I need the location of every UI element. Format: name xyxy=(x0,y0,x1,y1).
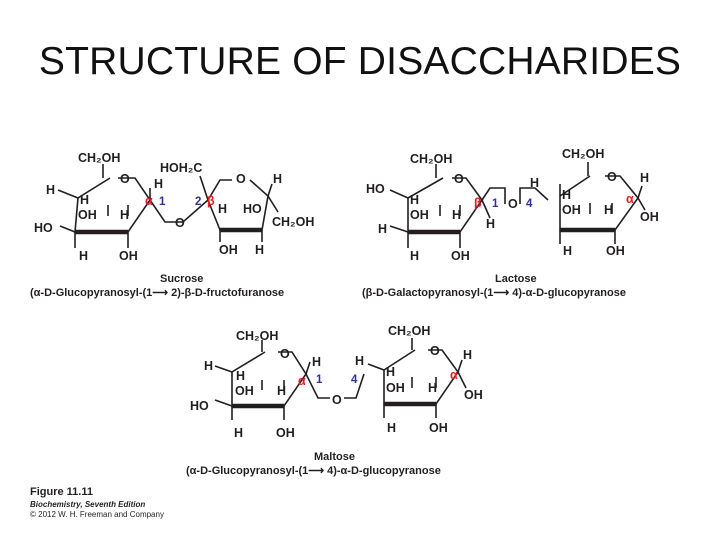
lactose-oh-glc-right: OH xyxy=(640,210,659,224)
maltose-h-right-c1: H xyxy=(463,348,472,362)
book-title: Biochemistry, Seventh Edition xyxy=(30,500,146,509)
maltose-ring-o-left: O xyxy=(280,347,290,361)
maltose-glycosidic-o: O xyxy=(332,393,342,407)
figure-number: Figure 11.11 xyxy=(30,486,93,498)
slide-title: STRUCTURE OF DISACCHARIDES xyxy=(38,40,682,83)
maltose-systematic-name: (α-D-Glucopyranosyl-(1⟶ 4)-α-D-glucopyra… xyxy=(186,465,441,477)
lactose-systematic-name: (β-D-Galactopyranosyl-(1⟶ 4)-α-D-glucopy… xyxy=(362,287,626,299)
lactose-h-gal-bottom: H xyxy=(410,249,419,263)
sucrose-h-left: H xyxy=(46,183,55,197)
maltose-c1-num: 1 xyxy=(316,374,323,386)
maltose-h-left: H xyxy=(204,359,213,373)
maltose-h-right-c5: H xyxy=(355,354,364,368)
maltose-oh-left-c3: OH xyxy=(235,384,254,398)
sucrose-beta-fru: β xyxy=(207,194,215,208)
sucrose-ch2oh-top: CH₂OH xyxy=(78,151,120,165)
maltose-h-right-c4: H xyxy=(386,365,395,379)
maltose-name: Maltose xyxy=(314,451,355,463)
maltose-c4-num: 4 xyxy=(351,374,358,386)
sucrose-structure: CH₂OH HOH₂C O O H H OH H H HO H OH α 1 2… xyxy=(30,151,314,299)
maltose-structure: CH₂OH CH₂OH O O H H OH H H HO H OH α 1 O… xyxy=(186,324,483,477)
lactose-ring-o-glc: O xyxy=(607,170,617,184)
sucrose-ring-o-glucose: O xyxy=(120,172,130,186)
maltose-ch2oh-left: CH₂OH xyxy=(236,329,278,343)
figure-credit: Figure 11.11 Biochemistry, Seventh Editi… xyxy=(30,486,164,519)
sucrose-glycosidic-o: O xyxy=(175,216,185,230)
sucrose-oh-fru-bottom: OH xyxy=(219,243,238,257)
lactose-c1-num: 1 xyxy=(492,198,499,210)
sucrose-h-c5: H xyxy=(154,177,163,191)
maltose-h-right-c2: H xyxy=(428,381,437,395)
lactose-structure: CH₂OH CH₂OH O O HO H OH H H H OH H β 1 O… xyxy=(362,147,659,299)
sucrose-h-bottom-left: H xyxy=(79,249,88,263)
lactose-c4-num: 4 xyxy=(526,198,533,210)
lactose-h-glc-bottom: H xyxy=(563,244,572,258)
lactose-beta-gal: β xyxy=(474,196,482,210)
lactose-ch2oh-gal: CH₂OH xyxy=(410,152,452,166)
sucrose-oh-bottom: OH xyxy=(119,249,138,263)
sucrose-alpha-glc: α xyxy=(145,194,153,208)
lactose-ho-gal: HO xyxy=(366,182,385,196)
sucrose-oh-c3: OH xyxy=(78,208,97,222)
sucrose-h-c4: H xyxy=(80,193,89,207)
sucrose-systematic-name: (α-D-Glucopyranosyl-(1⟶ 2)-β-D-fructofur… xyxy=(30,287,284,299)
lactose-oh-glc-c3: OH xyxy=(562,203,581,217)
lactose-h-glc-c4: H xyxy=(562,188,571,202)
maltose-oh-left-bottom: OH xyxy=(276,426,295,440)
maltose-h-left-bottom: H xyxy=(234,426,243,440)
maltose-h-right-bottom: H xyxy=(387,421,396,435)
sucrose-name: Sucrose xyxy=(160,273,203,285)
sucrose-h-c2: H xyxy=(120,208,129,222)
lactose-oh-glc-bottom: OH xyxy=(606,244,625,258)
maltose-oh-right: OH xyxy=(464,388,483,402)
lactose-h-glc-right: H xyxy=(640,171,649,185)
lactose-oh-gal-bottom: OH xyxy=(451,249,470,263)
maltose-ch2oh-right: CH₂OH xyxy=(388,324,430,338)
maltose-ring-o-right: O xyxy=(430,344,440,358)
maltose-h-left-c1: H xyxy=(312,355,321,369)
lactose-h-glc-top: H xyxy=(530,176,539,190)
lactose-h-glc-c2: H xyxy=(604,203,613,217)
lactose-oh-gal-c3: OH xyxy=(410,208,429,222)
sucrose-c1-num: 1 xyxy=(159,196,166,208)
lactose-alpha-glc: α xyxy=(626,192,634,206)
maltose-oh-right-bottom: OH xyxy=(429,421,448,435)
lactose-h-gal-c2: H xyxy=(452,208,461,222)
sucrose-ch2oh-fru: CH₂OH xyxy=(272,215,314,229)
copyright-line: © 2012 W. H. Freeman and Company xyxy=(30,510,164,519)
maltose-alpha-left: α xyxy=(298,374,306,388)
maltose-ho-left: HO xyxy=(190,399,209,413)
sucrose-h-fru-c3: H xyxy=(218,202,227,216)
maltose-h-left-c2: H xyxy=(277,384,286,398)
lactose-h-gal-left: H xyxy=(378,222,387,236)
lactose-h-gal-c4: H xyxy=(410,193,419,207)
maltose-oh-right-c3: OH xyxy=(386,381,405,395)
maltose-h-left-c4: H xyxy=(236,369,245,383)
lactose-name: Lactose xyxy=(495,273,537,285)
lactose-ring-o-gal: O xyxy=(454,172,464,186)
sucrose-ring-o-fructose: O xyxy=(236,172,246,186)
lactose-h-gal-c1: H xyxy=(486,217,495,231)
sucrose-h-fru-top: H xyxy=(273,172,282,186)
sucrose-h-fru-bottom: H xyxy=(255,243,264,257)
lactose-glycosidic-o: O xyxy=(508,197,518,211)
sucrose-ho-left: HO xyxy=(34,221,53,235)
sucrose-ho-fru: HO xyxy=(243,202,262,216)
lactose-ch2oh-glc: CH₂OH xyxy=(562,147,604,161)
maltose-alpha-right: α xyxy=(450,368,458,382)
sucrose-c2-num: 2 xyxy=(195,196,201,208)
sucrose-hoh2c: HOH₂C xyxy=(160,161,202,175)
